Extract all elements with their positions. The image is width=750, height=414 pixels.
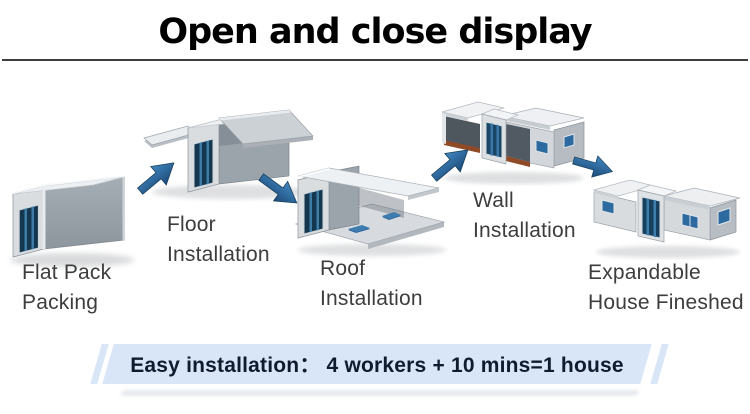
step-label-floor-installation: Floor Installation	[167, 210, 270, 270]
step-label-line: Expandable	[588, 261, 701, 284]
flat-pack-container-illustration	[10, 175, 134, 267]
step-label-line: Packing	[22, 291, 99, 314]
title-underline	[2, 59, 748, 61]
banner-right-stripe	[650, 344, 669, 384]
step-label-line: Installation	[167, 243, 270, 266]
flow-arrow-icon	[250, 162, 309, 218]
step-label-line: House Fineshed	[588, 291, 744, 314]
step-label-expandable-house: Expandable House Fineshed	[588, 258, 744, 318]
step-label-line: Installation	[473, 219, 576, 242]
banner-text: Easy installation： 4 workers + 10 mins=1…	[130, 354, 624, 377]
wall-installation-illustration	[441, 101, 585, 184]
flow-arrow-icon	[128, 149, 187, 206]
expandable-house-illustration	[592, 179, 741, 258]
step-label-line: Flat Pack	[22, 261, 112, 284]
floor-installation-illustration	[143, 109, 314, 199]
roof-installation-illustration	[294, 165, 446, 256]
step-label-line: Roof	[320, 257, 366, 280]
step-label-line: Floor	[167, 213, 216, 236]
banner-shadow	[121, 391, 639, 395]
step-label-line: Wall	[473, 189, 514, 212]
step-label-line: Installation	[320, 287, 423, 310]
step-label-wall-installation: Wall Installation	[473, 186, 576, 246]
flow-arrow-icon	[422, 136, 481, 193]
step-label-roof-installation: Roof Installation	[320, 254, 423, 314]
page-title: Open and close display	[158, 12, 592, 52]
step-label-flat-pack-packing: Flat Pack Packing	[22, 258, 111, 318]
flow-arrow-icon	[567, 145, 618, 188]
